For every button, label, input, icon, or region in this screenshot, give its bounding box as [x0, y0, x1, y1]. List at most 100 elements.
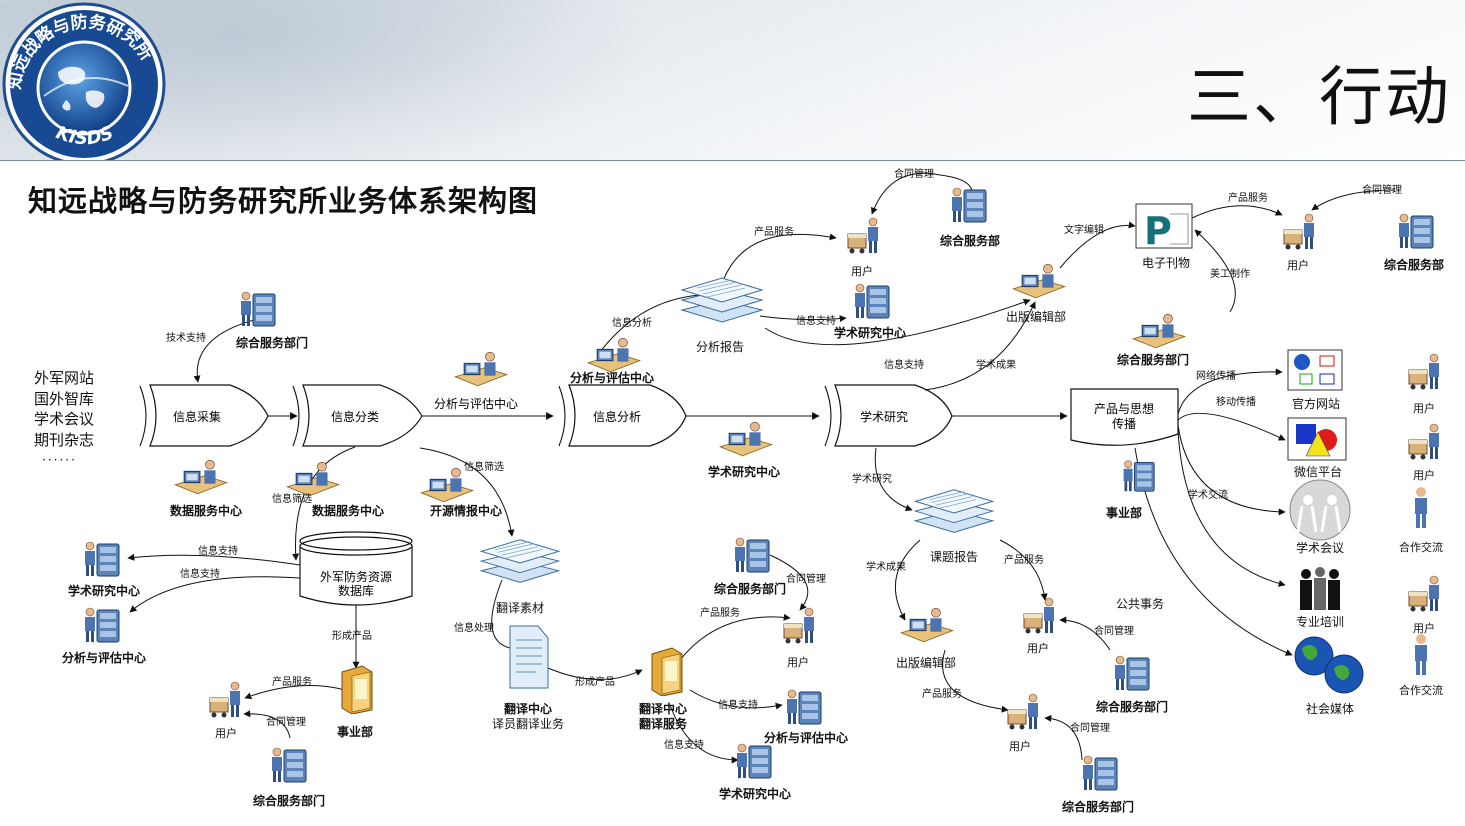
- label-analysis-center-main: 分析与评估中心: [434, 396, 518, 411]
- label-user: 用户: [1413, 621, 1435, 635]
- label-public-affairs: 公共事务: [1116, 596, 1164, 611]
- label-translation-center: 翻译中心: [639, 701, 687, 716]
- workstation-icon: [174, 459, 228, 495]
- workstation-icon: [420, 467, 474, 503]
- workstation-icon: [454, 351, 508, 387]
- label-info-support: 信息支持: [180, 567, 220, 580]
- outlet-training: 专业培训: [1296, 614, 1344, 629]
- label-info-support: 信息支持: [664, 738, 704, 751]
- user-icon: [1023, 597, 1055, 635]
- label-contract-mgmt: 合同管理: [1070, 721, 1110, 734]
- label-art-production: 美工制作: [1210, 267, 1250, 280]
- user-icon: [209, 681, 241, 719]
- workstation-icon: [587, 337, 641, 373]
- documents-icon: [480, 539, 560, 583]
- database-cylinder: [299, 531, 413, 606]
- label-academic-research-center: 学术研究中心: [68, 583, 140, 598]
- person-icon: [1415, 487, 1427, 675]
- label-analysis-report: 分析报告: [696, 339, 744, 354]
- label-product-service: 产品服务: [1228, 191, 1268, 204]
- label-info-support: 信息支持: [718, 698, 758, 711]
- label-form-product: 形成产品: [575, 675, 615, 688]
- label-contract-mgmt: 合同管理: [786, 572, 826, 585]
- workstation-icon: [900, 607, 954, 643]
- label-academic-exchange: 学术交流: [1188, 488, 1228, 501]
- label-e-journal: 电子刊物: [1142, 256, 1190, 270]
- label-product-service: 产品服务: [272, 675, 312, 688]
- label-osint-center: 开源情报中心: [430, 503, 502, 518]
- label-publishing-dept: 出版编辑部: [1006, 309, 1066, 324]
- label-product-service: 产品服务: [1004, 553, 1044, 566]
- stage-collect: 信息采集: [173, 409, 221, 424]
- label-translator-work: 译员翻译业务: [492, 716, 564, 731]
- label-translation-service: 翻译服务: [639, 716, 688, 731]
- label-general-services: 综合服务部门: [1096, 699, 1168, 714]
- label-info-support: 信息支持: [198, 544, 238, 557]
- training-icon: [1300, 567, 1340, 610]
- label-general-services-dept: 综合服务部: [940, 233, 1000, 248]
- source-item: ······: [42, 453, 77, 467]
- label-info-analysis: 信息分析: [612, 316, 652, 329]
- staff-cabinet-icon: [271, 747, 307, 783]
- staff-cabinet-icon: [786, 689, 822, 725]
- label-analysis-center: 分析与评估中心: [764, 730, 848, 745]
- label-text-editing: 文字编辑: [1064, 223, 1104, 236]
- label-data-services: 数据服务中心: [312, 503, 384, 518]
- label-general-services: 综合服务部门: [253, 793, 325, 808]
- user-icon: [1007, 693, 1039, 731]
- source-item: 学术会议: [34, 410, 95, 428]
- outlet-conference: 学术会议: [1296, 540, 1344, 555]
- website-icon: [1287, 349, 1343, 391]
- label-academic-research: 学术研究: [852, 472, 892, 485]
- user-icon: [1283, 213, 1315, 251]
- stage-research: 学术研究: [860, 409, 908, 424]
- workstation-icon: [286, 461, 340, 497]
- label-general-services: 综合服务部门: [1117, 352, 1189, 367]
- label-user: 用户: [1027, 641, 1049, 655]
- label-general-services: 综合服务部门: [714, 581, 786, 596]
- label-user: 用户: [787, 655, 809, 669]
- documents-icon: [914, 489, 994, 533]
- label-product-service: 产品服务: [922, 687, 962, 700]
- label-analysis-center: 分析与评估中心: [570, 370, 654, 385]
- label-info-screening: 信息筛选: [464, 460, 504, 473]
- label-academic-output: 学术成果: [866, 560, 906, 573]
- label-info-support: 信息支持: [796, 314, 836, 327]
- label-user: 用户: [851, 264, 873, 278]
- staff-cabinet-icon: [240, 291, 276, 327]
- label-general-services: 综合服务部门: [236, 335, 308, 350]
- label-general-services: 综合服务部门: [1062, 799, 1134, 814]
- label-user: 用户: [1413, 401, 1435, 415]
- label-info-support: 信息支持: [884, 358, 924, 371]
- label-translation-material: 翻译素材: [496, 601, 544, 615]
- label-user: 用户: [1009, 739, 1031, 753]
- publisher-p-icon: P: [1135, 203, 1193, 253]
- stage-analyze: 信息分析: [593, 409, 641, 424]
- server-tower-icon: [651, 647, 683, 696]
- label-academic-research-center: 学术研究中心: [834, 325, 906, 340]
- label-product-service: 产品服务: [754, 225, 794, 238]
- source-list: 外军网站 国外智库 学术会议 期刊杂志 ······: [34, 368, 94, 471]
- outlet-social-media: 社会媒体: [1306, 701, 1354, 716]
- label-general-services-dept: 综合服务部: [1384, 257, 1444, 272]
- outlet-wechat: 微信平台: [1294, 464, 1342, 479]
- diagram-title: 知远战略与防务研究所业务体系架构图: [28, 184, 539, 218]
- user-icon: [783, 607, 815, 645]
- label-product-service: 产品服务: [700, 606, 740, 619]
- label-cooperation: 合作交流: [1399, 540, 1443, 554]
- label-publishing-dept: 出版编辑部: [896, 655, 956, 670]
- kisds-logo: 知远战略与防务研究所 KISDS: [2, 2, 166, 160]
- source-item: 外军网站: [34, 369, 95, 387]
- staff-icon: [1123, 460, 1155, 492]
- staff-cabinet-icon: [1082, 755, 1118, 791]
- label-mobile-distribution: 移动传播: [1216, 395, 1256, 408]
- server-tower-icon: [341, 665, 373, 714]
- svg-text:P: P: [1144, 209, 1172, 253]
- staff-cabinet-icon: [951, 187, 987, 223]
- label-web-distribution: 网络传播: [1196, 369, 1236, 382]
- label-business-dept: 事业部: [337, 724, 373, 739]
- label-user: 用户: [1287, 258, 1309, 272]
- label-business-dept: 事业部: [1106, 505, 1142, 520]
- documents-icon: [681, 277, 763, 323]
